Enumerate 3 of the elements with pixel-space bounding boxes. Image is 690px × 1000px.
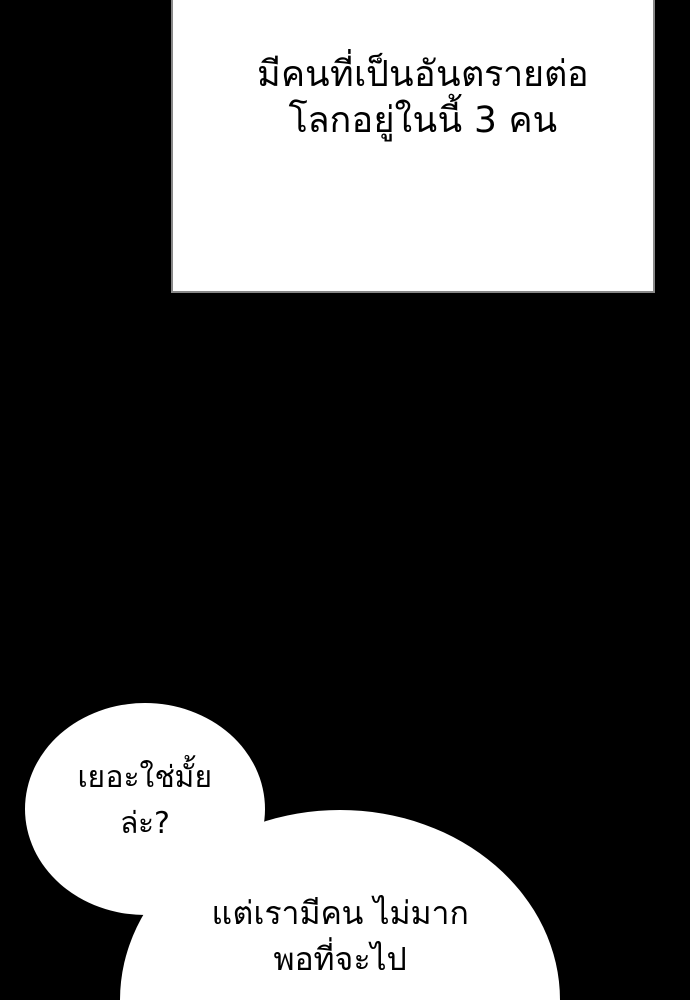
speech-text: แต่เรามีคน ไม่มากพอที่จะไป bbox=[210, 893, 470, 980]
speech-text: เยอะใช่มั้ยล่ะ? bbox=[70, 755, 220, 847]
caption-box bbox=[171, 0, 655, 293]
